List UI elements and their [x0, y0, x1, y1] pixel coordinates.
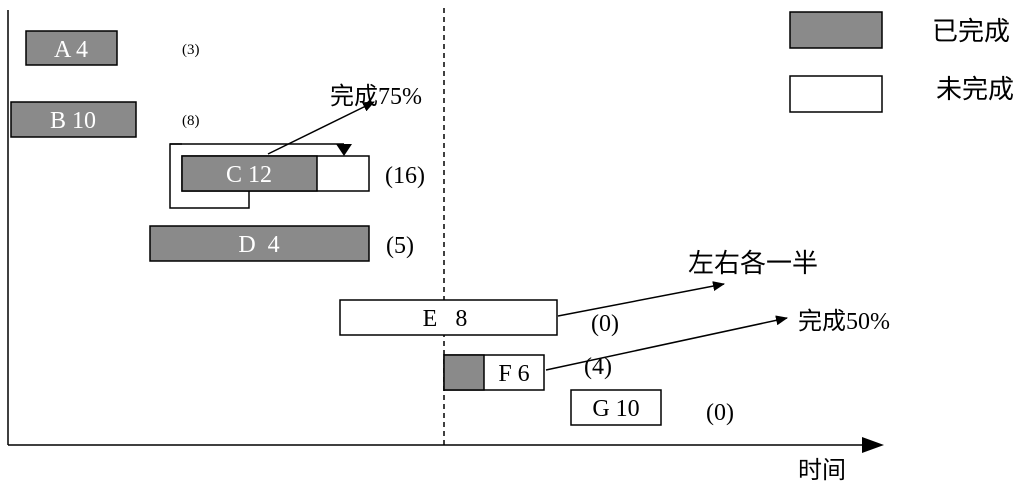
task-note-e: (0) — [591, 311, 619, 337]
task-bar-d — [149, 225, 370, 262]
task-note-b: (8) — [182, 113, 200, 129]
task-e-arrow — [557, 281, 725, 317]
task-note-f: (4) — [584, 354, 612, 380]
task-c-annotation: 完成75% — [330, 83, 422, 110]
task-note-a: (3) — [182, 42, 200, 58]
task-e-annotation: 左右各一半 — [688, 249, 818, 278]
task-label-c: C 12 — [226, 162, 272, 188]
task-label-a: A 4 — [54, 37, 88, 63]
x-axis-label: 时间 — [798, 457, 846, 484]
task-note-d: (5) — [386, 233, 414, 259]
task-note-c: (16) — [385, 163, 425, 189]
legend-done-label: 已完成 — [932, 17, 1010, 46]
legend-done-swatch — [789, 11, 883, 49]
x-axis-arrow — [862, 437, 884, 453]
task-bar-b — [10, 101, 137, 138]
task-bar-e — [339, 299, 558, 336]
legend-todo-swatch — [789, 75, 883, 113]
task-f-annotation: 完成50% — [798, 308, 890, 335]
task-label-g: G 10 — [592, 396, 639, 422]
task-label-e: E 8 — [423, 306, 468, 332]
legend-todo-label: 未完成 — [936, 75, 1014, 104]
task-f-arrow — [545, 315, 788, 371]
task-label-d: D 4 — [238, 232, 279, 258]
task-c-marker — [336, 144, 352, 156]
task-bar-c-done — [181, 155, 318, 192]
task-bar-a — [25, 30, 118, 66]
task-note-g: (0) — [706, 400, 734, 426]
task-label-b: B 10 — [50, 108, 96, 134]
task-bar-f-done — [443, 354, 485, 391]
task-bar-g — [570, 389, 662, 426]
task-label-f: F 6 — [498, 361, 529, 387]
task-c-arrow — [267, 101, 375, 155]
